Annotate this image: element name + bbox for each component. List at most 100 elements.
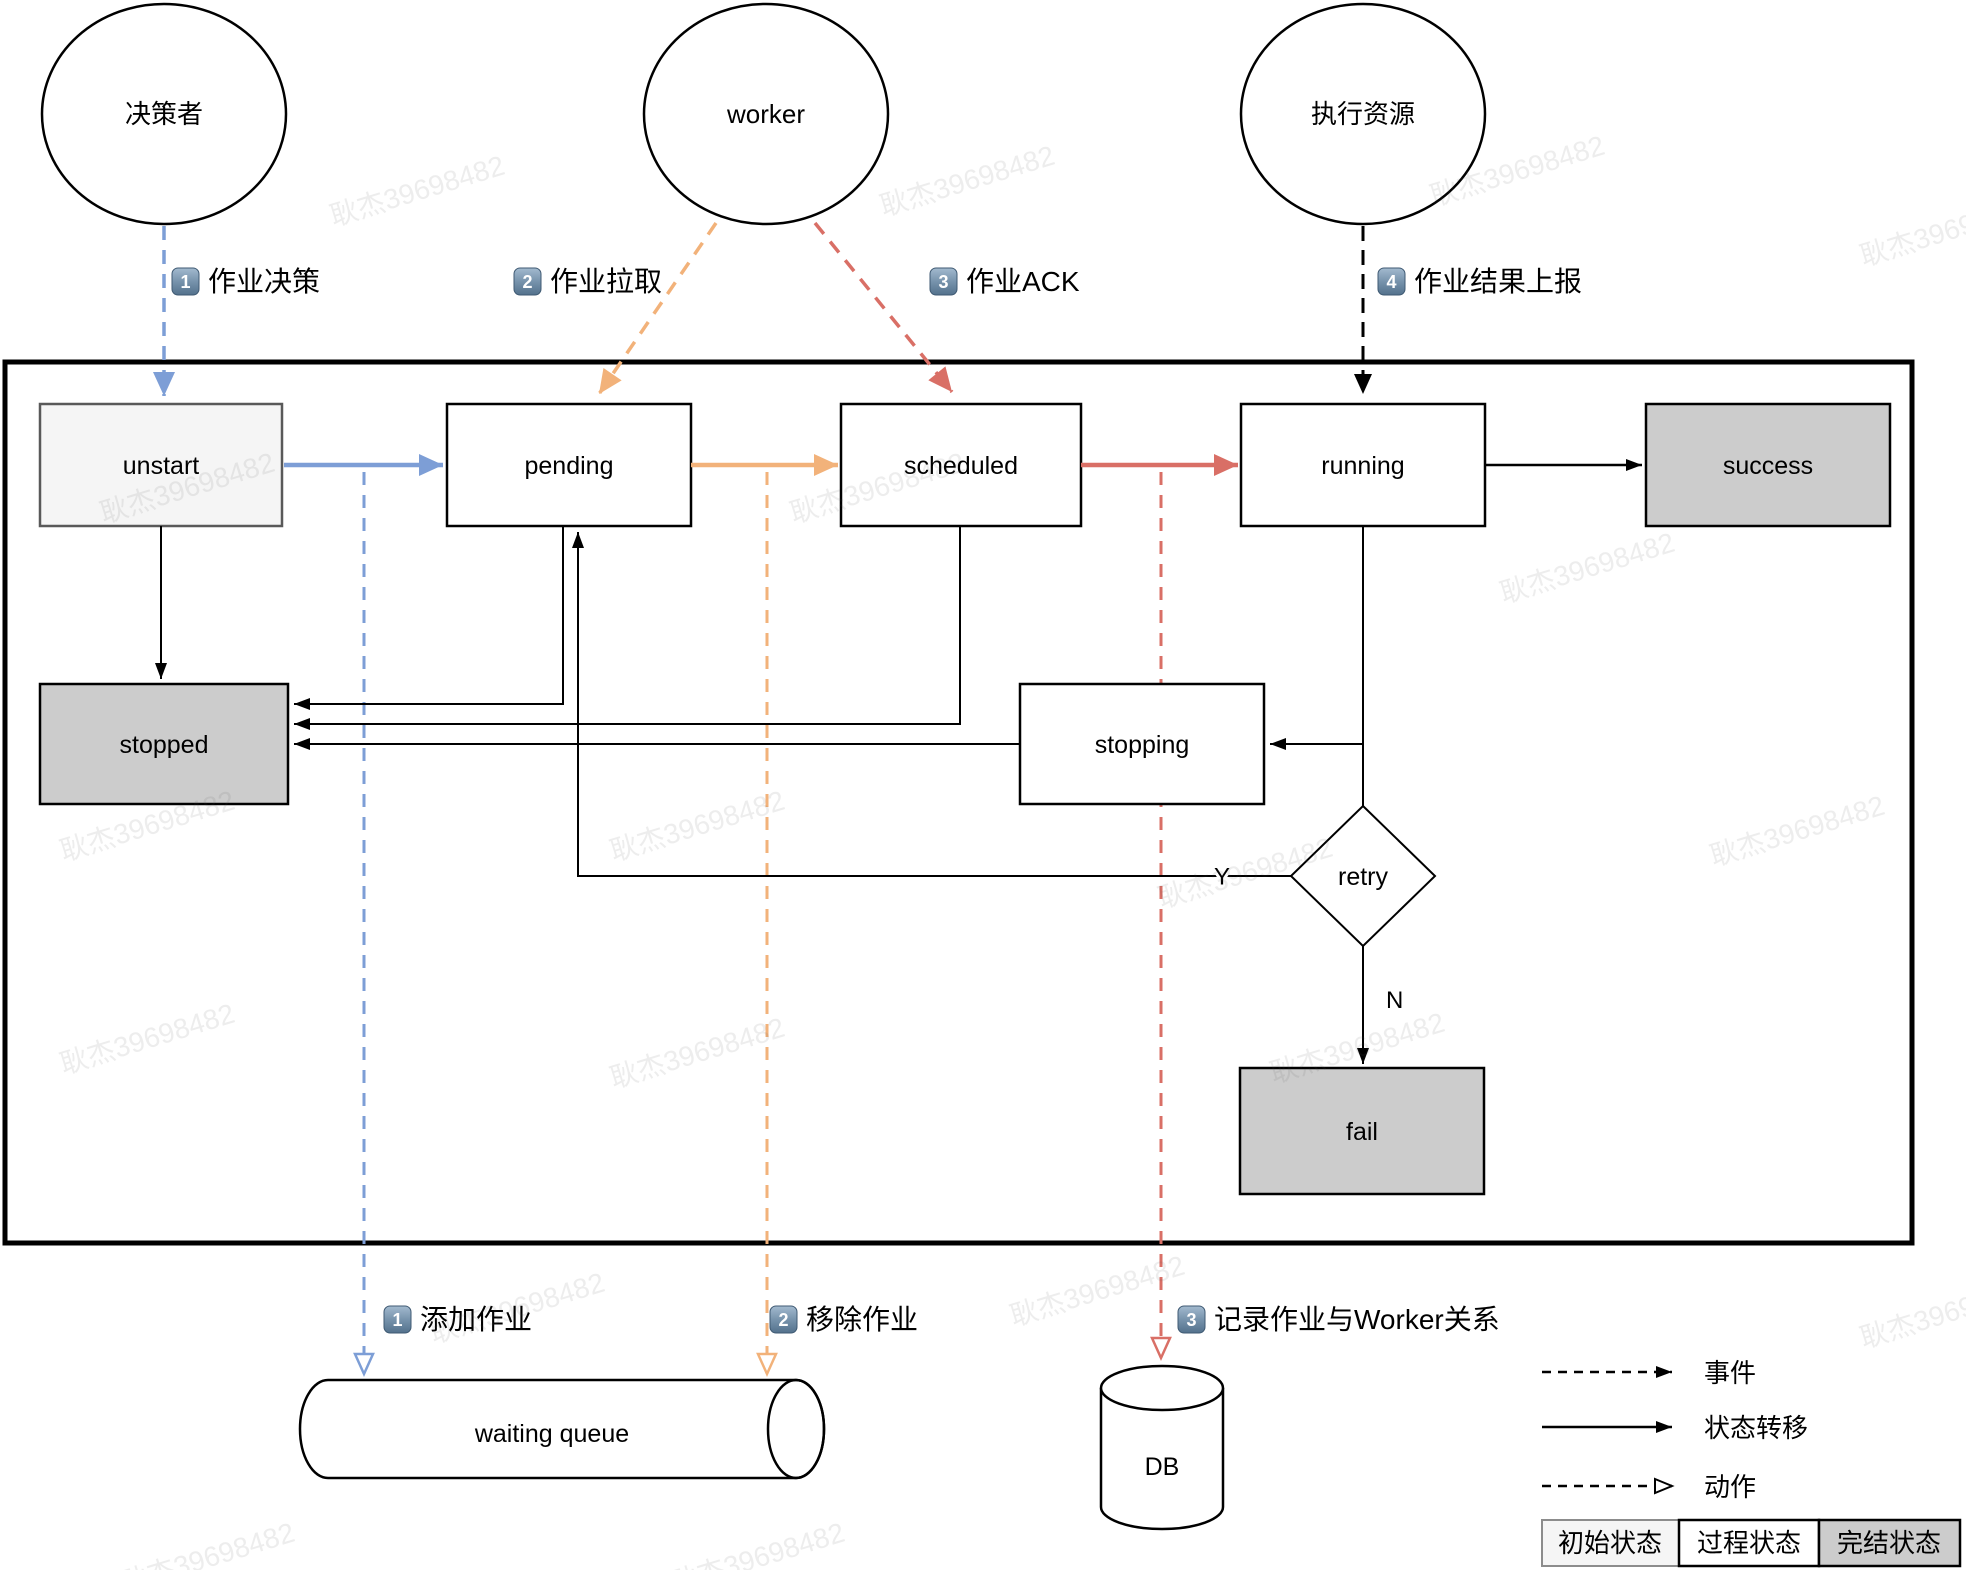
watermark-text: 耿杰39698482	[1856, 190, 1966, 272]
legend-action-label: 动作	[1704, 1472, 1756, 1502]
state-success: success	[1644, 402, 1892, 528]
decision-retry-label: retry	[1338, 863, 1389, 891]
db-label: DB	[1145, 1453, 1180, 1481]
event-3-text: 作业ACK	[966, 266, 1080, 297]
action-label-3: 3 记录作业与Worker关系	[1177, 1304, 1500, 1335]
event-label-2: 2 作业拉取	[513, 266, 662, 297]
watermark-text: 耿杰39698482	[666, 1517, 848, 1570]
state-success-label: success	[1723, 452, 1813, 480]
watermark-text: 耿杰39698482	[1706, 790, 1888, 872]
badge-3-number: 3	[938, 272, 948, 292]
watermark-text: 耿杰39698482	[326, 150, 508, 232]
action-1-text: 添加作业	[420, 1304, 532, 1335]
badge-3-number: 3	[1186, 1310, 1196, 1330]
event-arrow-job-pull	[597, 222, 718, 395]
event-label-4: 4 作业结果上报	[1377, 266, 1582, 297]
actor-worker-label: worker	[726, 99, 805, 129]
transition-retry-yes-pending	[572, 532, 1291, 877]
state-box	[1238, 1066, 1486, 1196]
badge-3-icon	[1177, 1305, 1206, 1334]
legend-initial-state-label: 初始状态	[1558, 1528, 1662, 1558]
transition-pending-stopped	[294, 526, 564, 710]
actor-decision-maker: 决策者	[40, 2, 288, 226]
badge-2-icon	[513, 267, 542, 296]
waiting-queue-cylinder: waiting queue	[298, 1378, 826, 1480]
state-running-label: running	[1321, 452, 1404, 480]
badge-1-icon	[383, 1305, 412, 1334]
state-fail-label: fail	[1346, 1118, 1378, 1146]
branch-no-label: N	[1386, 987, 1403, 1014]
badge-1-number: 1	[392, 1310, 402, 1330]
badge-1-number: 1	[180, 272, 190, 292]
legend-final-state-label: 完结状态	[1837, 1528, 1941, 1558]
badge-4-number: 4	[1386, 272, 1396, 292]
actor-exec-resource: 执行资源	[1239, 2, 1487, 226]
watermark-text: 耿杰39698482	[56, 998, 238, 1080]
legend-event-label: 事件	[1704, 1358, 1756, 1388]
legend-transition-label: 状态转移	[1704, 1413, 1808, 1443]
state-running: running	[1239, 402, 1487, 528]
state-box	[839, 402, 1083, 528]
badge-3-icon	[929, 267, 958, 296]
waiting-queue-label: waiting queue	[474, 1420, 629, 1448]
state-unstart-label: unstart	[123, 452, 199, 480]
state-pending: pending	[445, 402, 693, 528]
actor-decision-maker-label: 决策者	[125, 99, 203, 129]
event-arrow-job-ack	[813, 221, 954, 394]
badge-2-number: 2	[522, 272, 532, 292]
action-3-text: 记录作业与Worker关系	[1214, 1304, 1500, 1335]
actor-ellipse	[642, 2, 890, 226]
event-label-1: 1 作业决策	[171, 266, 320, 297]
watermark-text: 耿杰39698482	[1496, 527, 1678, 609]
state-box	[1644, 402, 1892, 528]
legend-final-state-swatch	[1817, 1518, 1962, 1568]
db-top	[1099, 1364, 1225, 1412]
badge-2-number: 2	[778, 1310, 788, 1330]
system-boundary-box	[2, 359, 1915, 1246]
watermark-text: 耿杰39698482	[606, 1012, 788, 1094]
event-2-text: 作业拉取	[550, 266, 662, 297]
actor-ellipse	[40, 2, 288, 226]
state-box	[38, 402, 284, 528]
state-scheduled-label: scheduled	[904, 452, 1018, 480]
state-box	[38, 682, 290, 806]
legend-initial-state-swatch	[1541, 1519, 1680, 1567]
db-body	[1099, 1388, 1225, 1531]
actor-worker: worker	[642, 2, 890, 226]
watermark-text: 耿杰39698482	[1006, 1250, 1188, 1332]
state-stopped-label: stopped	[120, 731, 209, 759]
state-box	[1018, 682, 1266, 806]
decision-diamond	[1289, 804, 1437, 948]
watermark-text: 耿杰39698482	[606, 785, 788, 867]
state-stopped: stopped	[38, 682, 290, 806]
state-stopping-label: stopping	[1095, 731, 1190, 759]
legend: 事件 状态转移 动作 初始状态 过程状态 完结状态	[1541, 1358, 1962, 1568]
state-box	[1239, 402, 1487, 528]
watermark-layer: 耿杰39698482 耿杰39698482 耿杰39698482 耿杰39698482…	[56, 130, 1966, 1570]
event-4-text: 作业结果上报	[1414, 266, 1582, 297]
watermark-text: 耿杰39698482	[1856, 1272, 1966, 1354]
watermark-text: 耿杰39698482	[876, 140, 1058, 222]
db-cylinder: DB	[1099, 1364, 1225, 1531]
event-1-text: 作业决策	[208, 266, 320, 297]
state-box	[445, 402, 693, 528]
actor-ellipse	[1239, 2, 1487, 226]
badge-4-icon	[1377, 267, 1406, 296]
branch-yes-label: Y	[1214, 863, 1230, 890]
actor-exec-resource-label: 执行资源	[1311, 99, 1415, 129]
watermark-text: 耿杰39698482	[116, 1517, 298, 1570]
decision-retry: retry	[1289, 804, 1437, 948]
action-2-text: 移除作业	[806, 1304, 918, 1335]
state-unstart: unstart	[38, 402, 284, 528]
action-label-1: 1 添加作业	[383, 1304, 532, 1335]
transition-scheduled-stopped	[294, 526, 961, 730]
queue-end-cap	[766, 1378, 826, 1480]
badge-2-icon	[769, 1305, 798, 1334]
badge-1-icon	[171, 267, 200, 296]
action-label-2: 2 移除作业	[769, 1304, 918, 1335]
state-scheduled: scheduled	[839, 402, 1083, 528]
state-stopping: stopping	[1018, 682, 1266, 806]
legend-process-state-label: 过程状态	[1697, 1528, 1801, 1558]
